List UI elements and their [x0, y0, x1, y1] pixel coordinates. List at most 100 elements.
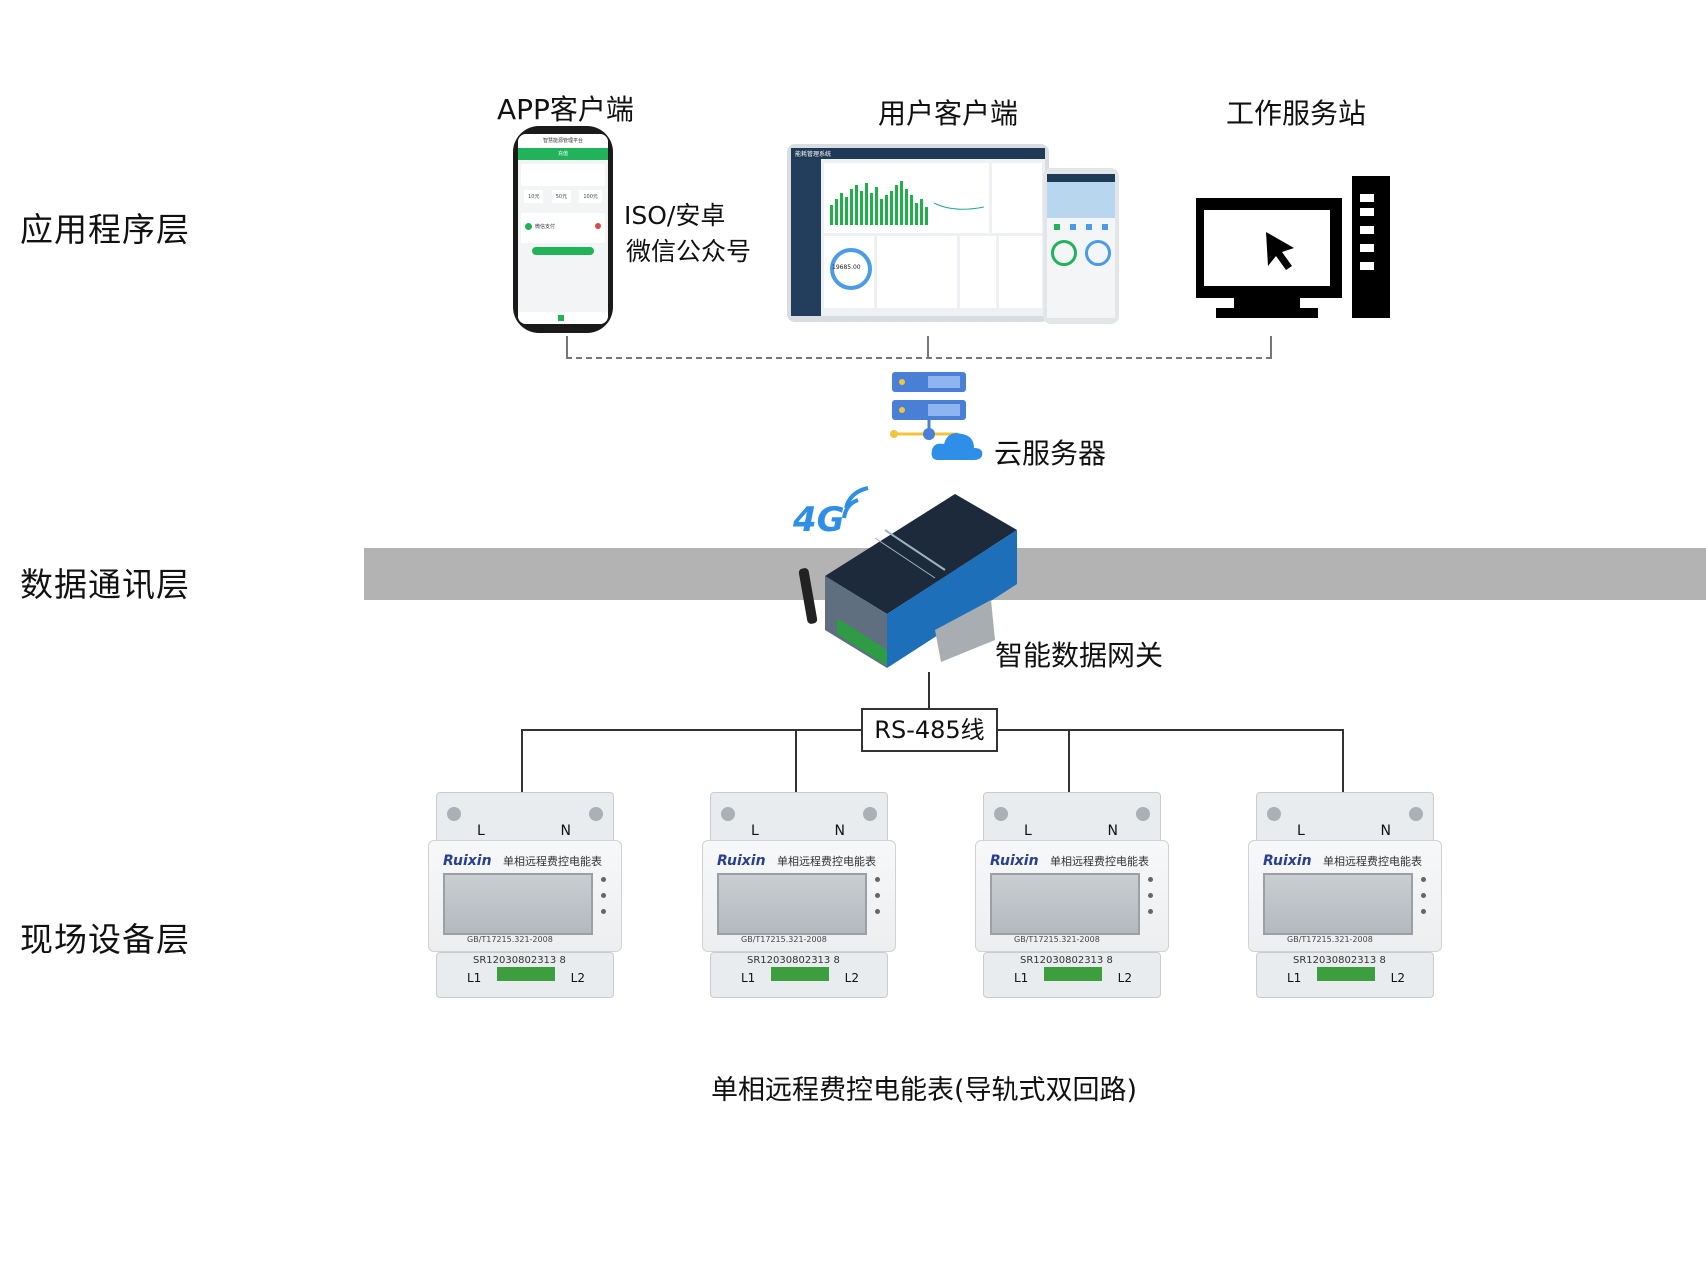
mobile-banner	[1047, 182, 1115, 218]
dashboard-gauge-panel: 19685.00	[824, 236, 874, 308]
terminal-l1-label: L1	[1014, 971, 1029, 985]
dashboard-alarm-panel	[960, 236, 996, 308]
indicator-led	[1148, 893, 1153, 898]
meter-drop-line	[1342, 729, 1344, 795]
app-wechat-label: 微信公众号	[626, 237, 752, 266]
mobile-screen	[1047, 174, 1115, 318]
dashed-bus	[566, 357, 1272, 359]
meter-bottom-terminal: SR12030802313 8 L1 L2	[436, 952, 614, 998]
energy-meter: L N Ruixin 单相远程费控电能表 GB/T17215.321-2008 …	[428, 792, 622, 998]
workstation-icon	[1196, 176, 1390, 318]
meter-body: Ruixin 单相远程费控电能表 GB/T17215.321-2008	[702, 840, 896, 952]
terminal-l-label: L	[751, 823, 759, 839]
indicator-led	[875, 893, 880, 898]
meter-body: Ruixin 单相远程费控电能表 GB/T17215.321-2008	[1248, 840, 1442, 952]
meter-drop-line	[1068, 729, 1070, 795]
terminal-l2-label: L2	[1390, 971, 1405, 985]
screw-icon	[589, 807, 603, 821]
meter-top-terminal: L N	[983, 792, 1161, 844]
home-icon	[558, 315, 564, 321]
gauge-ring	[1051, 240, 1077, 266]
terminal-l1-label: L1	[467, 971, 482, 985]
meter-bottom-terminal: SR12030802313 8 L1 L2	[710, 952, 888, 998]
phone-amount-row: 10元 50元 100元	[520, 190, 606, 203]
menu-icon[interactable]	[1102, 224, 1108, 230]
meter-serial: SR12030802313 8	[473, 955, 566, 966]
meter-lcd	[443, 873, 593, 935]
meter-standard: GB/T17215.321-2008	[741, 935, 827, 944]
terminal-l2-label: L2	[844, 971, 859, 985]
signal-4g-label: 4G	[793, 500, 845, 540]
indicator-led	[1421, 877, 1426, 882]
workstation-title: 工作服务站	[1226, 97, 1367, 130]
meter-body: Ruixin 单相远程费控电能表 GB/T17215.321-2008	[975, 840, 1169, 952]
meter-lcd	[717, 873, 867, 935]
meter-top-terminal: L N	[710, 792, 888, 844]
menu-icon[interactable]	[1070, 224, 1076, 230]
trend-line	[933, 202, 985, 210]
app-platforms-label: ISO/安卓	[624, 201, 726, 230]
amount-option[interactable]: 50元	[551, 190, 572, 203]
meter-standard: GB/T17215.321-2008	[1287, 935, 1373, 944]
communication-band	[364, 548, 1706, 600]
phone-tab: 充值	[518, 148, 608, 160]
screw-icon	[1267, 807, 1281, 821]
terminal-l-label: L	[1297, 823, 1305, 839]
meter-title: 单相远程费控电能表	[777, 855, 876, 868]
cloud-server-label: 云服务器	[994, 437, 1107, 470]
energy-meter: L N Ruixin 单相远程费控电能表 GB/T17215.321-2008 …	[1248, 792, 1442, 998]
chart-bars	[830, 181, 928, 225]
phone-submit-button[interactable]	[532, 247, 594, 255]
terminal-n-label: N	[560, 823, 571, 839]
dashboard-stats-panel	[992, 163, 1042, 233]
mobile-device	[1043, 168, 1119, 324]
dashboard-chart-panel	[824, 163, 989, 233]
gauge-value: 19685.00	[832, 264, 861, 271]
menu-icon[interactable]	[1086, 224, 1092, 230]
meter-title: 单相远程费控电能表	[503, 855, 602, 868]
dashboard-sidebar	[791, 159, 821, 316]
screw-icon	[721, 807, 735, 821]
terminal-l2-label: L2	[1117, 971, 1132, 985]
rs485-label-box: RS-485线	[861, 708, 998, 752]
indicator-led	[1421, 909, 1426, 914]
terminal-l1-label: L1	[741, 971, 756, 985]
meter-terminal-block	[1317, 967, 1375, 981]
indicator-led	[601, 909, 606, 914]
indicator-led	[1148, 909, 1153, 914]
layer-label-communication: 数据通讯层	[20, 565, 190, 604]
menu-icon[interactable]	[1054, 224, 1060, 230]
dashboard-header: 能耗管理系统	[791, 148, 1045, 159]
phone-account-card	[521, 164, 605, 186]
meter-top-terminal: L N	[436, 792, 614, 844]
screw-icon	[447, 807, 461, 821]
meter-caption: 单相远程费控电能表(导轨式双回路)	[711, 1075, 1138, 1106]
screw-icon	[1136, 807, 1150, 821]
terminal-n-label: N	[1107, 823, 1118, 839]
mobile-header	[1047, 174, 1115, 182]
wechat-pay-icon	[525, 223, 532, 230]
screw-icon	[1409, 807, 1423, 821]
meter-lcd	[1263, 873, 1413, 935]
dashboard-table-panel	[877, 236, 957, 308]
phone-pay-label: 微信支付	[535, 224, 556, 230]
layer-label-application: 应用程序层	[20, 210, 190, 249]
meter-terminal-block	[1044, 967, 1102, 981]
phone-device: 智慧能源管理平台 充值 10元 50元 100元 微信支付	[513, 126, 613, 333]
meter-lcd	[990, 873, 1140, 935]
indicator-led	[1421, 893, 1426, 898]
meter-bottom-terminal: SR12030802313 8 L1 L2	[983, 952, 1161, 998]
meter-body: Ruixin 单相远程费控电能表 GB/T17215.321-2008	[428, 840, 622, 952]
connector-user	[927, 336, 929, 358]
amount-option[interactable]: 10元	[524, 190, 544, 203]
meter-brand: Ruixin	[443, 853, 492, 869]
meter-top-terminal: L N	[1256, 792, 1434, 844]
meter-brand: Ruixin	[1263, 853, 1312, 869]
amount-option[interactable]: 100元	[579, 190, 602, 203]
terminal-n-label: N	[1380, 823, 1391, 839]
mobile-icon-row	[1049, 224, 1113, 230]
gateway-device	[798, 494, 1017, 668]
meter-standard: GB/T17215.321-2008	[1014, 935, 1100, 944]
meter-brand: Ruixin	[717, 853, 766, 869]
meter-drop-line	[795, 729, 797, 795]
